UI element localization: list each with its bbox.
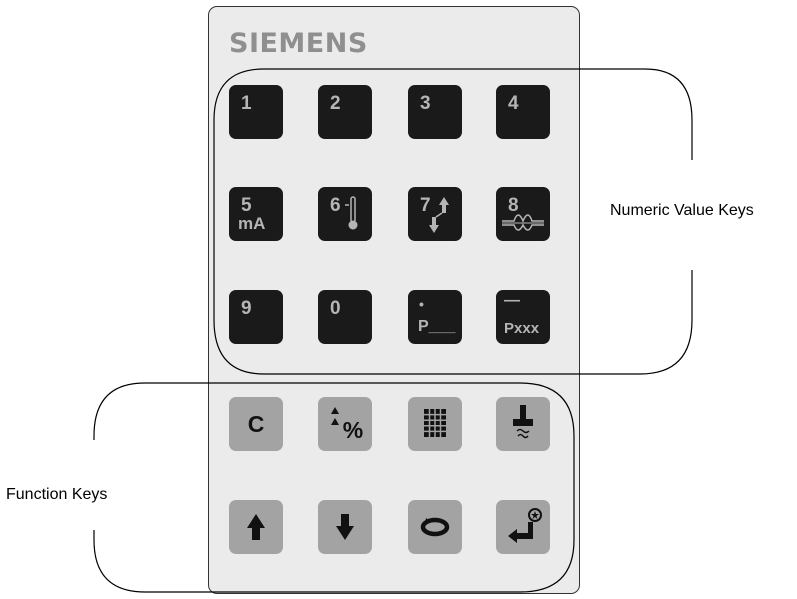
up-down-arrows-icon xyxy=(429,197,449,233)
enter-icon xyxy=(508,508,542,543)
key-label: % xyxy=(342,417,364,443)
key-label: 2 xyxy=(330,93,341,114)
key-sublabel: mA xyxy=(238,214,266,233)
function-keys-annotation: Function Keys xyxy=(6,486,108,503)
key-2[interactable]: 2 xyxy=(318,85,372,139)
key-decimal-point[interactable]: • P___ xyxy=(408,290,462,344)
key-3[interactable]: 3 xyxy=(408,85,462,139)
key-label: 6 xyxy=(330,195,341,216)
key-0[interactable]: 0 xyxy=(318,290,372,344)
mode-percent-key[interactable]: % xyxy=(318,397,372,451)
key-label: 3 xyxy=(420,93,431,114)
echo-wave-icon xyxy=(502,214,544,231)
key-5-ma[interactable]: 5 mA xyxy=(229,187,283,241)
key-label: 8 xyxy=(508,195,519,216)
transducer-icon xyxy=(513,405,533,439)
key-4[interactable]: 4 xyxy=(496,85,550,139)
clear-key[interactable]: C xyxy=(229,397,283,451)
key-label: Pxxx xyxy=(504,320,540,337)
key-label: 5 xyxy=(241,195,252,216)
key-8-echo[interactable]: 8 xyxy=(496,187,550,241)
cycle-icon xyxy=(420,517,450,537)
arrow-down-icon xyxy=(336,514,354,540)
key-label: 7 xyxy=(420,195,431,216)
key-9[interactable]: 9 xyxy=(229,290,283,344)
key-prefix: • xyxy=(419,296,424,312)
key-6-temperature[interactable]: 6 xyxy=(318,187,372,241)
key-label: 1 xyxy=(241,93,252,114)
transducer-key[interactable] xyxy=(496,397,550,451)
numeric-callout-bracket xyxy=(213,68,693,375)
display-grid-key[interactable] xyxy=(408,397,462,451)
key-7-fail-safe[interactable]: 7 xyxy=(408,187,462,241)
cycle-key[interactable] xyxy=(408,500,462,554)
key-negative[interactable]: — Pxxx xyxy=(496,290,550,344)
key-label: C xyxy=(247,411,265,437)
key-label: 9 xyxy=(241,298,252,319)
key-1[interactable]: 1 xyxy=(229,85,283,139)
grid-icon xyxy=(424,409,446,437)
numeric-callout-top xyxy=(264,68,693,160)
arrow-down-key[interactable] xyxy=(318,500,372,554)
function-callout-bracket xyxy=(93,382,575,593)
arrow-up-icon xyxy=(247,514,265,540)
key-label: P___ xyxy=(418,318,456,335)
thermometer-icon xyxy=(345,196,358,230)
key-label: 4 xyxy=(508,93,519,114)
key-prefix: — xyxy=(504,292,520,309)
brand-logo: SIEMENS xyxy=(229,28,368,59)
arrow-up-key[interactable] xyxy=(229,500,283,554)
numeric-keys-annotation: Numeric Value Keys xyxy=(610,202,754,219)
up-triangles-icon xyxy=(331,407,339,425)
enter-key[interactable] xyxy=(496,500,550,554)
key-label: 0 xyxy=(330,298,341,319)
